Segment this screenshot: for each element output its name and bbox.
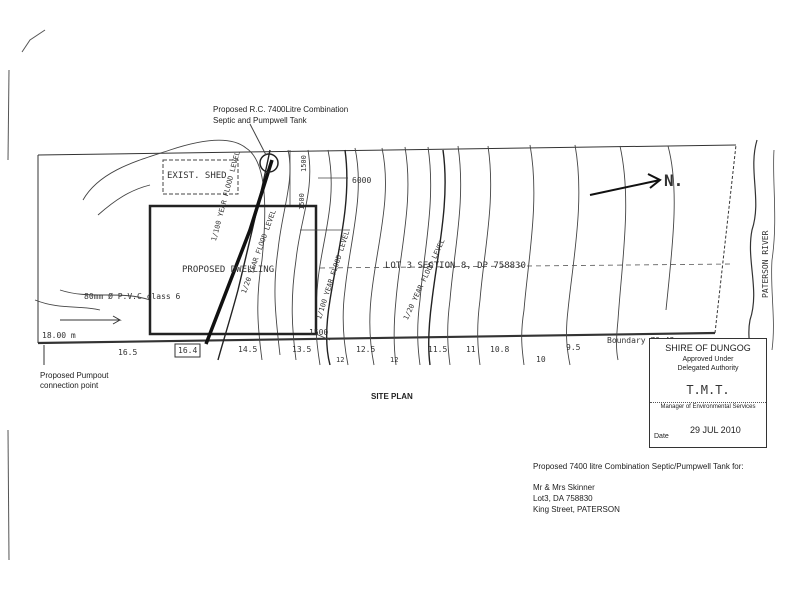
description-owner: Mr & Mrs Skinner xyxy=(533,483,595,492)
dim-1500-mid: 1500 xyxy=(298,193,306,210)
stamp-date: 29 JUL 2010 xyxy=(690,425,741,435)
contour-label: 10 xyxy=(536,355,546,364)
proposed-dwelling-label: PROPOSED DWELLING xyxy=(182,265,275,275)
contour-label: 14.5 xyxy=(238,345,258,354)
contour-label: 9.5 xyxy=(566,343,581,352)
pipe-label: 80mm Ø P.V.C class 6 xyxy=(84,292,181,301)
site-plan-title: SITE PLAN xyxy=(371,392,413,401)
stamp-approved-line1: Approved Under xyxy=(682,356,734,363)
tank-callout-line2: Septic and Pumpwell Tank xyxy=(213,116,307,125)
contour-label: 12 xyxy=(390,356,399,364)
lot-label: LOT 3 SECTION 8, DP 758830 xyxy=(385,261,526,271)
approval-stamp: SHIRE OF DUNGOG Approved Under Delegated… xyxy=(649,338,767,448)
septic-tank-symbol xyxy=(259,153,279,173)
contour-label: 13.5 xyxy=(292,345,312,354)
river-edge xyxy=(771,149,776,351)
north-arrow-icon xyxy=(589,173,662,196)
contour-label: 12 xyxy=(336,356,345,364)
pipe-arrow-icon xyxy=(60,315,122,325)
stamp-role: Manager of Environmental Services xyxy=(650,402,766,410)
dim-1500-bottom: 1500 xyxy=(309,328,329,337)
river-label: PATERSON RIVER xyxy=(761,230,770,298)
description-title: Proposed 7400 litre Combination Septic/P… xyxy=(533,462,744,471)
contour-label: 12.5 xyxy=(356,345,376,354)
contour-label: 10.8 xyxy=(490,345,510,354)
site-boundary xyxy=(37,144,737,345)
dim-1500-top: 1500 xyxy=(300,155,308,172)
contour-label: 11.5 xyxy=(428,345,448,354)
proposed-dwelling-outline xyxy=(148,204,318,336)
contour-lines xyxy=(34,139,675,366)
north-label: N. xyxy=(664,171,684,190)
dim-boundary: Boundary 70.42 xyxy=(607,336,675,345)
spot-height-box xyxy=(174,343,201,358)
stamp-council: SHIRE OF DUNGOG xyxy=(665,343,751,353)
dim-left: 18.00 m xyxy=(42,331,76,340)
contour-label: 11 xyxy=(466,345,476,354)
tank-callout-line1: Proposed R.C. 7400Litre Combination xyxy=(213,105,349,114)
stamp-signature: T.M.T. xyxy=(686,383,730,397)
stamp-approved-line2: Delegated Authority xyxy=(677,365,739,372)
existing-shed-label: EXIST. SHED xyxy=(167,171,227,181)
contour-label: 16.4 xyxy=(178,346,198,355)
dim-6000: 6000 xyxy=(352,176,372,185)
pipe-route xyxy=(204,159,274,345)
description-address: King Street, PATERSON xyxy=(533,505,620,514)
pumpout-line1: Proposed Pumpout xyxy=(40,371,109,380)
description-lot: Lot3, DA 758830 xyxy=(533,494,593,503)
dimension-lines xyxy=(289,150,350,341)
page-edge-marks xyxy=(7,29,46,561)
tank-leader xyxy=(249,123,267,156)
contour-label: 16.5 xyxy=(118,348,138,357)
stamp-date-label: Date xyxy=(654,433,669,440)
pumpout-line2: connection point xyxy=(40,381,99,390)
existing-shed-outline xyxy=(162,159,239,195)
